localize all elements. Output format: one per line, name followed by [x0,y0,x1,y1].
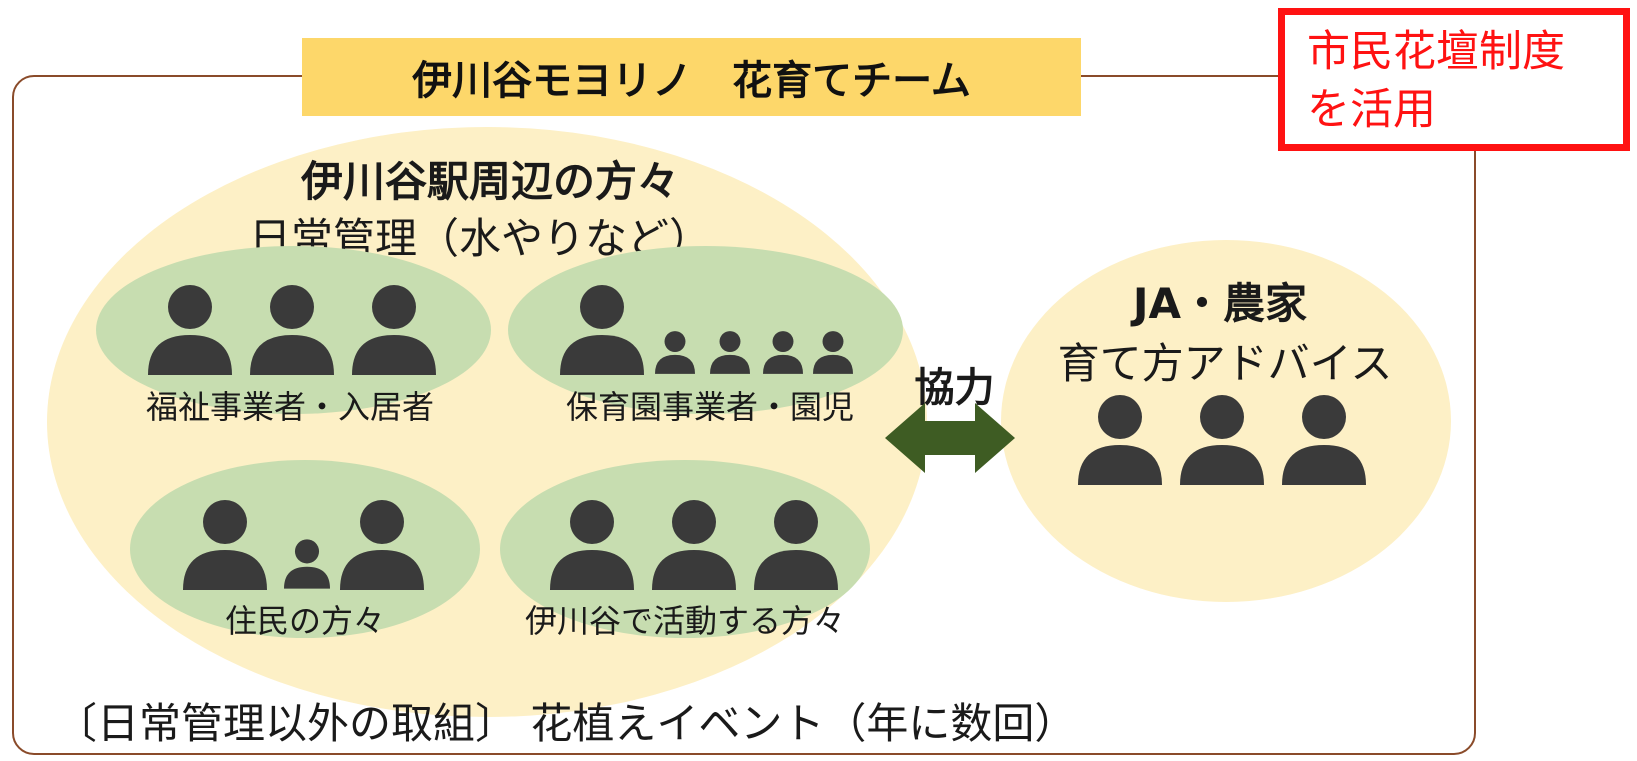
group-label-welfare: 福祉事業者・入居者 [145,388,434,426]
civic-flowerbed-badge: 市民花壇制度 を活用 [1278,8,1630,151]
other-activities-note: 〔日常管理以外の取組〕 花植えイベント（年に数回） [55,699,1077,748]
person-icon [754,500,838,590]
person-icon [340,500,424,590]
group-label-activists: 伊川谷で活動する方々 [524,602,845,640]
child-icon [763,331,803,374]
person-icon [148,285,232,375]
station-area-heading: 伊川谷駅周辺の方々 [300,157,679,206]
person-icon [1078,395,1162,485]
partner-role: 育て方アドバイス [1057,339,1393,388]
person-icon [652,500,736,590]
person-icon [550,500,634,590]
child-icon [655,331,695,374]
team-title: 伊川谷モヨリノ 花育てチーム [302,38,1081,116]
child-icon [813,331,853,374]
person-icon [183,500,267,590]
child-icon [710,331,750,374]
group-activists [500,460,870,638]
group-nursery [508,246,903,414]
person-icon [560,285,644,375]
person-icon [250,285,334,375]
cooperation-label: 協力 [914,365,995,411]
partner-heading: JA・農家 [1132,279,1308,328]
person-icon [1282,395,1366,485]
group-welfare [96,246,491,414]
child-icon [284,539,330,589]
group-label-nursery: 保育園事業者・園児 [565,388,854,426]
group-label-residents: 住民の方々 [224,602,385,640]
person-icon [1180,395,1264,485]
person-icon [352,285,436,375]
double-arrow-icon [885,403,1015,473]
